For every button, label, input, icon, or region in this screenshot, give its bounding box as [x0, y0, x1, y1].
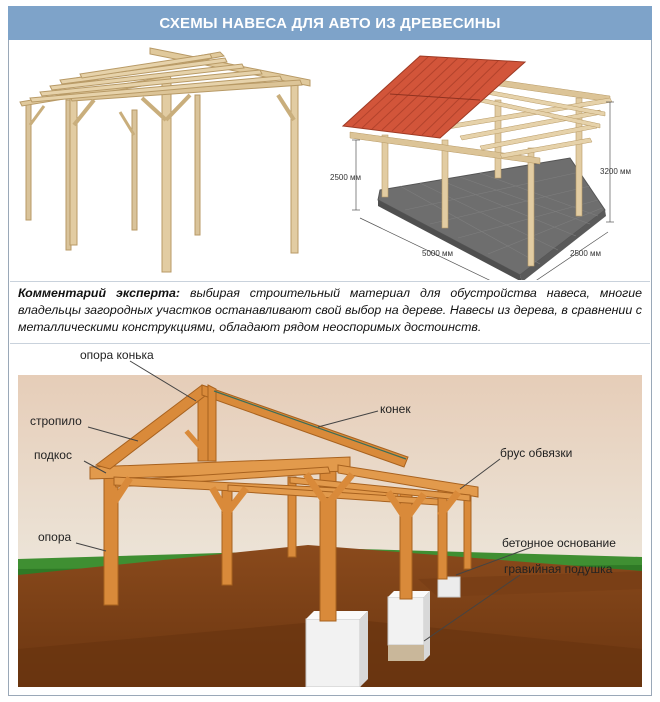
label-strut: подкос [34, 448, 72, 462]
dimension-lines [352, 101, 614, 291]
roof-corrugation [351, 56, 509, 137]
callout-leaders [75, 360, 533, 642]
label-ridge-support: опора конька [80, 349, 154, 362]
top-illustration-svg: 2500 мм 3200 мм 5000 мм 2500 мм [19, 47, 631, 291]
label-concrete-base: бетонное основание [502, 536, 616, 550]
carport-dimension-illustration: 2500 мм 3200 мм 5000 мм 2500 мм [330, 55, 631, 291]
dim-width: 2500 мм [570, 249, 601, 258]
ridge-edge-highlight [213, 390, 407, 460]
label-rafter: стропило [30, 414, 82, 428]
pergola-illustration [19, 47, 311, 273]
expert-comment-lead: Комментарий эксперта: [18, 286, 181, 300]
label-gravel-pad: гравийная подушка [504, 562, 613, 576]
structure-svg: опора конька стропило конек подкос брус … [18, 348, 642, 688]
divider-top [10, 281, 650, 282]
page-title: СХЕМЫ НАВЕСА ДЛЯ АВТО ИЗ ДРЕВЕСИНЫ [8, 6, 652, 40]
expert-comment-text: выбирая строительный материал для обустр… [18, 286, 642, 334]
divider-bottom [10, 343, 650, 344]
label-tie-beam: брус обвязки [500, 446, 572, 460]
dim-height-back: 3200 мм [600, 167, 631, 176]
labeled-structure-diagram: опора конька стропило конек подкос брус … [18, 348, 642, 688]
expert-comment: Комментарий эксперта: выбирая строительн… [18, 285, 642, 336]
dim-height-front: 2500 мм [330, 173, 361, 182]
label-post: опора [38, 530, 72, 544]
dim-length: 5000 мм [422, 249, 453, 258]
braces [106, 429, 461, 524]
label-ridge: конек [380, 402, 411, 416]
concrete-bases [305, 576, 461, 688]
top-illustrations: 2500 мм 3200 мм 5000 мм 2500 мм [10, 40, 650, 291]
